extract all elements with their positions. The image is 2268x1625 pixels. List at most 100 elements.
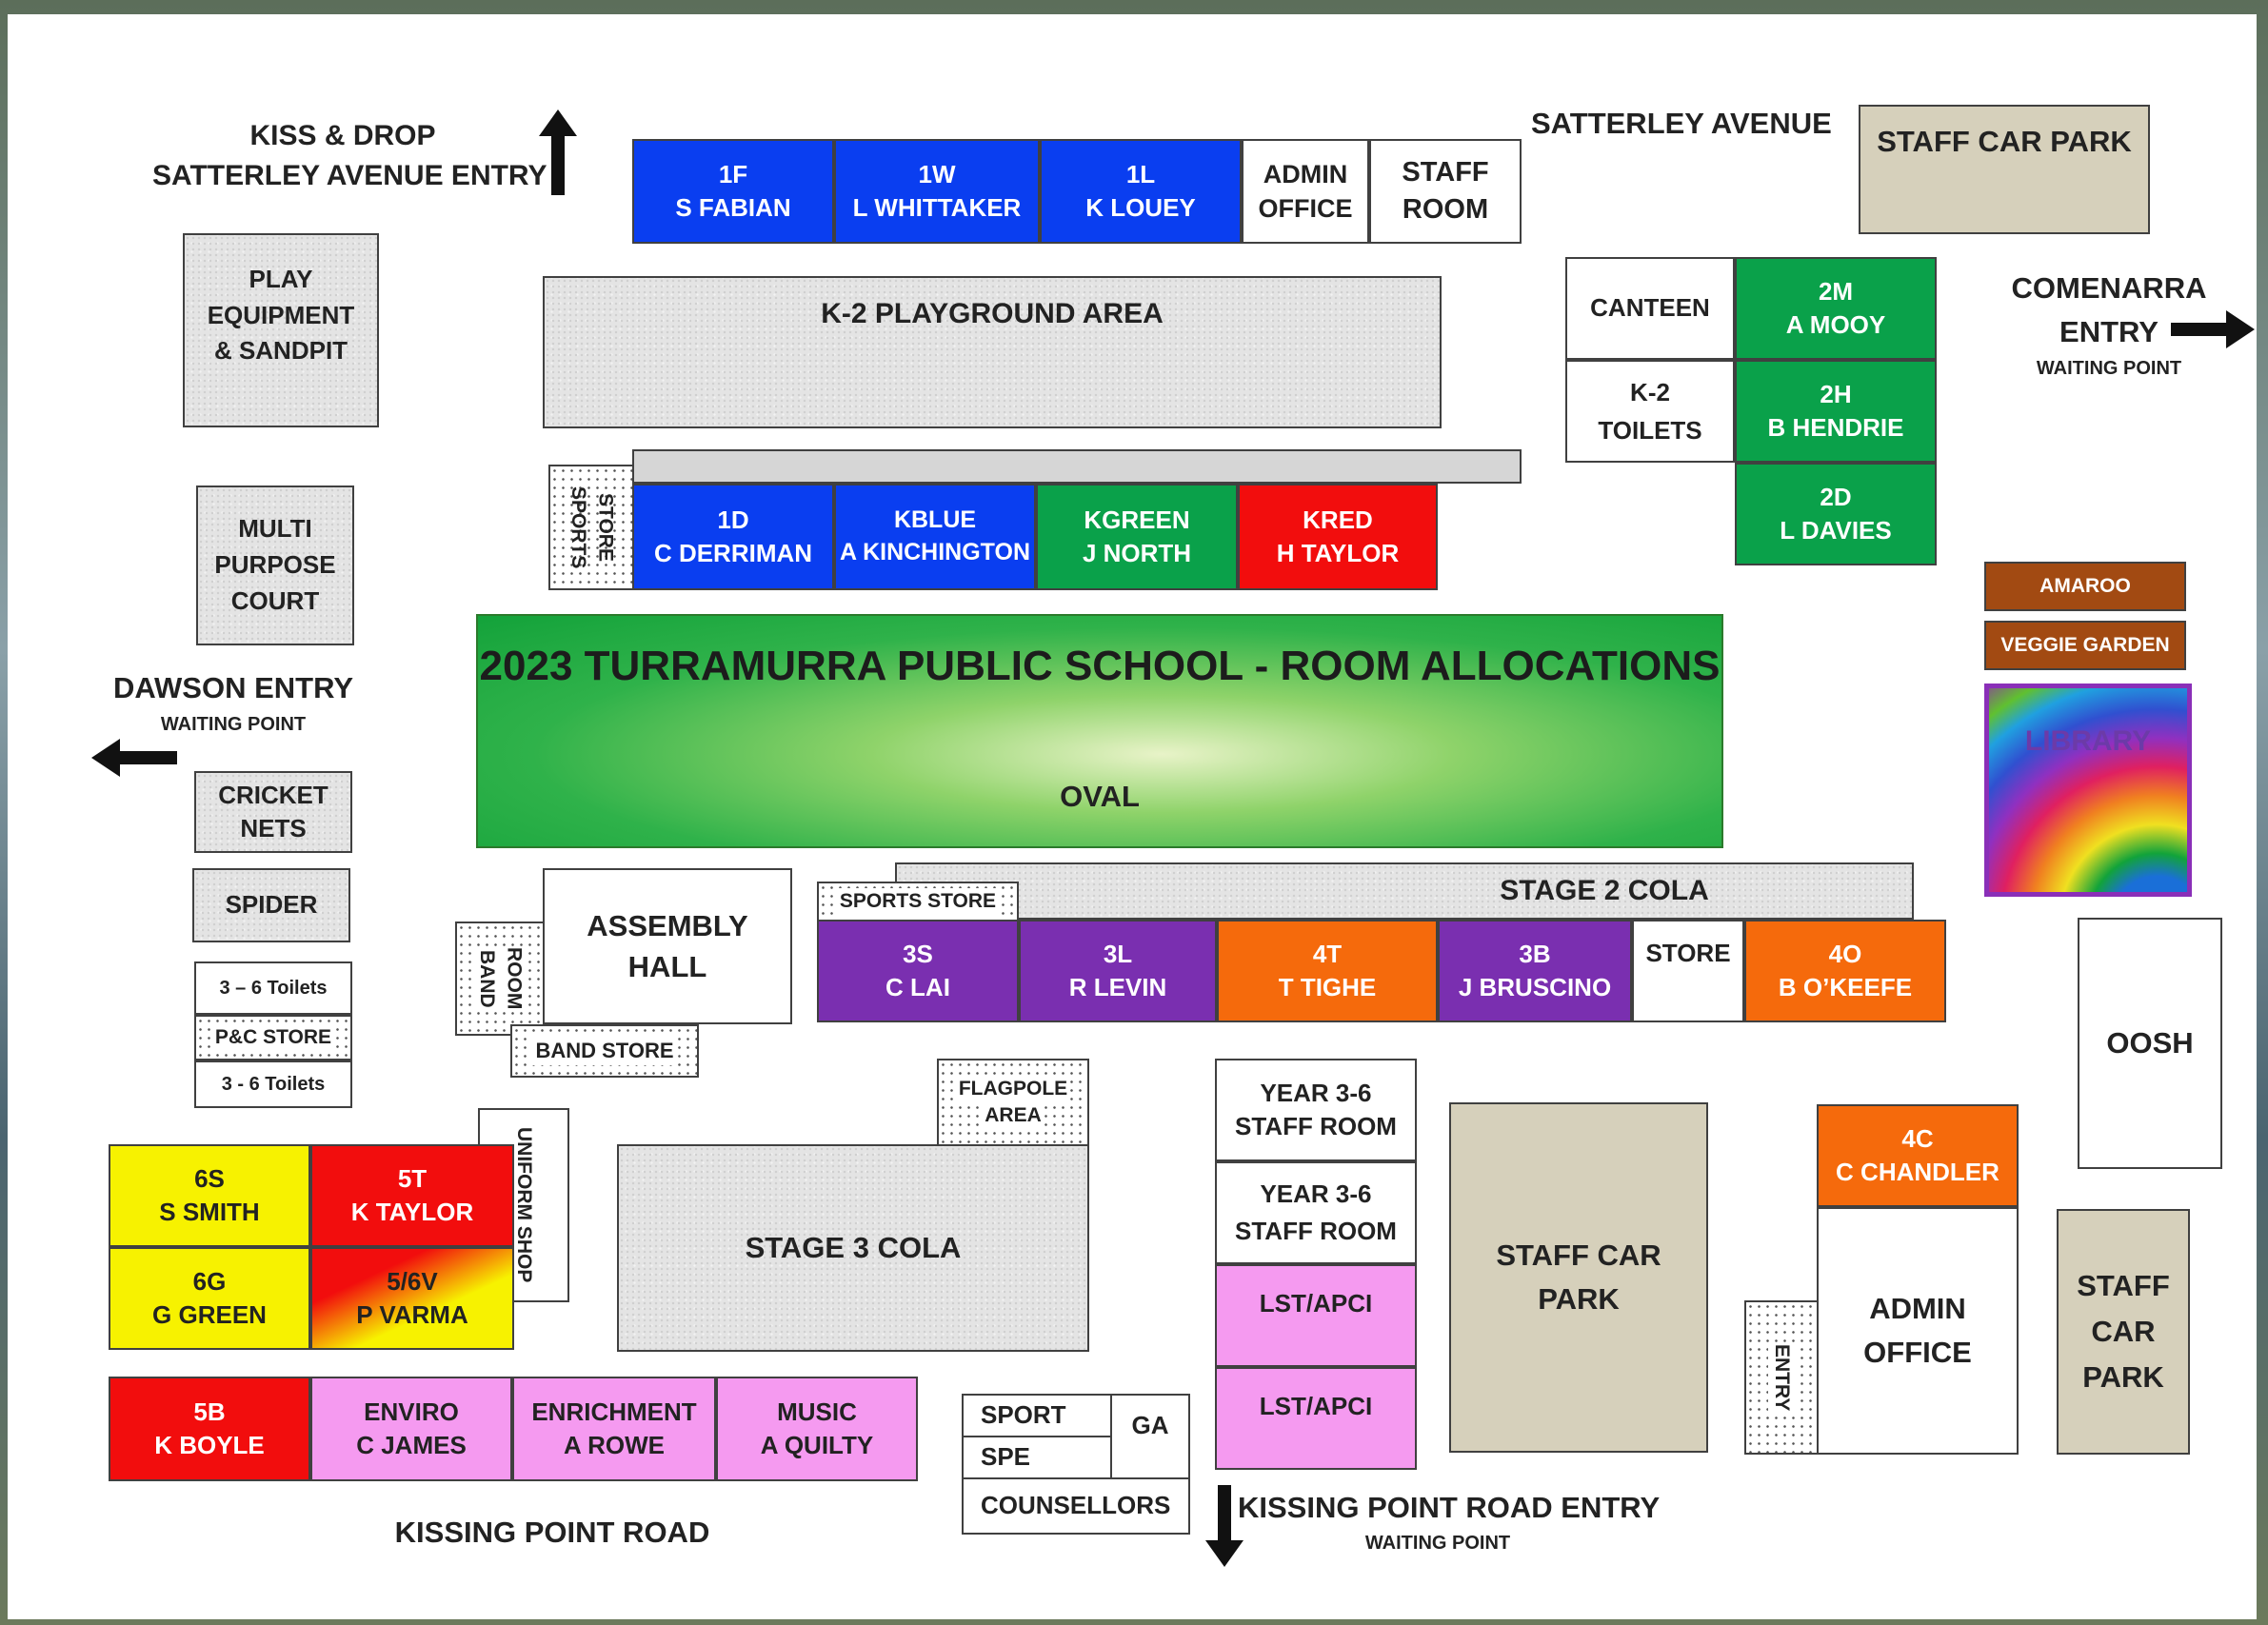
room-kblue[interactable]: KBLUE A KINCHINGTON	[834, 484, 1036, 590]
room-enviro[interactable]: ENVIRO C JAMES	[310, 1377, 512, 1481]
teacher-name: K TAYLOR	[350, 1198, 474, 1226]
cricket-nets[interactable]: CRICKET NETS	[194, 771, 352, 853]
label-line: AMAROO	[2039, 574, 2131, 597]
label-line: OFFICE	[1863, 1336, 1972, 1369]
label-line: STAFF ROOM	[1235, 1112, 1397, 1140]
oosh[interactable]: OOSH	[2078, 918, 2222, 1169]
label-line: MULTI	[238, 514, 312, 544]
counsellors-room[interactable]: COUNSELLORS	[962, 1477, 1190, 1535]
multi-purpose-court[interactable]: MULTI PURPOSE COURT	[196, 486, 354, 645]
stage-3-cola[interactable]: STAGE 3 COLA	[617, 1144, 1089, 1352]
arrow-up-icon	[539, 109, 577, 195]
label-line: STAFF	[2077, 1268, 2170, 1302]
teacher-name: B HENDRIE	[1767, 413, 1904, 442]
room-2m[interactable]: 2M A MOOY	[1735, 257, 1937, 360]
teacher-name: G GREEN	[152, 1300, 267, 1329]
staff-room-top[interactable]: STAFF ROOM	[1369, 139, 1522, 244]
room-1w[interactable]: 1W L WHITTAKER	[834, 139, 1040, 244]
room-4o[interactable]: 4O B O’KEEFE	[1744, 920, 1946, 1022]
play-equipment-sandpit[interactable]: PLAY EQUIPMENT & SANDPIT	[183, 233, 379, 427]
room-5-6v[interactable]: 5/6V P VARMA	[310, 1247, 514, 1350]
teacher-name: A QUILTY	[760, 1431, 874, 1459]
spe-room[interactable]: SPE	[962, 1436, 1112, 1479]
label-line: STAFF CAR PARK	[1877, 125, 2132, 158]
k2-toilets[interactable]: K-2 TOILETS	[1565, 360, 1735, 463]
library[interactable]: LIBRARY	[1984, 684, 2192, 897]
assembly-hall[interactable]: ASSEMBLY HALL	[543, 868, 792, 1024]
sport-room[interactable]: SPORT	[962, 1394, 1112, 1437]
band-store[interactable]: BAND STORE	[510, 1024, 699, 1078]
k2-playground-area[interactable]: K-2 PLAYGROUND AREA	[543, 276, 1442, 428]
pc-store[interactable]: P&C STORE	[194, 1015, 352, 1060]
toilets-3-6-bottom[interactable]: 3 - 6 Toilets	[194, 1060, 352, 1108]
dawson-line: DAWSON ENTRY	[112, 671, 354, 704]
label-line: FLAGPOLE	[955, 1075, 1071, 1102]
room-3b[interactable]: 3B J BRUSCINO	[1438, 920, 1632, 1022]
room-music[interactable]: MUSIC A QUILTY	[716, 1377, 918, 1481]
oval[interactable]: 2023 TURRAMURRA PUBLIC SCHOOL - ROOM ALL…	[476, 614, 1723, 848]
room-kred[interactable]: KRED H TAYLOR	[1238, 484, 1438, 590]
room-5t[interactable]: 5T K TAYLOR	[310, 1144, 514, 1247]
ga-room[interactable]: GA	[1110, 1394, 1190, 1479]
lst-apci-a[interactable]: LST/APCI	[1215, 1264, 1417, 1367]
label-line: SPORTS STORE	[835, 887, 1001, 916]
teacher-name: J BRUSCINO	[1458, 973, 1612, 1001]
staff-car-park-right[interactable]: STAFF CAR PARK	[2057, 1209, 2190, 1455]
label-line: ROOM	[500, 947, 527, 1010]
room-3s[interactable]: 3S C LAI	[817, 920, 1019, 1022]
label-line: STORE	[594, 493, 617, 562]
teacher-name: J NORTH	[1082, 539, 1192, 567]
amaroo[interactable]: AMAROO	[1984, 562, 2186, 611]
satterley-avenue-label: SATTERLEY AVENUE	[1531, 107, 1832, 140]
room-2h[interactable]: 2H B HENDRIE	[1735, 360, 1937, 463]
label-line: BAND STORE	[531, 1037, 678, 1065]
toilets-3-6-top[interactable]: 3 – 6 Toilets	[194, 961, 352, 1015]
staff-car-park-mid[interactable]: STAFF CAR PARK	[1449, 1102, 1708, 1453]
label-line: K-2 PLAYGROUND AREA	[821, 298, 1164, 329]
sports-store-vertical[interactable]: SPORTS STORE	[548, 465, 634, 590]
band-room[interactable]: BAND ROOM	[455, 921, 545, 1036]
room-6s[interactable]: 6S S SMITH	[109, 1144, 310, 1247]
room-4c[interactable]: 4C C CHANDLER	[1817, 1104, 2019, 1207]
sports-store-horizontal[interactable]: SPORTS STORE	[817, 882, 1019, 921]
room-1l[interactable]: 1L K LOUEY	[1040, 139, 1242, 244]
room-kgreen[interactable]: KGREEN J NORTH	[1036, 484, 1238, 590]
label-line: NETS	[240, 814, 307, 842]
spider[interactable]: SPIDER	[192, 868, 350, 942]
label-line: PARK	[2082, 1360, 2164, 1395]
teacher-name: C CHANDLER	[1836, 1158, 1999, 1186]
lst-apci-b[interactable]: LST/APCI	[1215, 1367, 1417, 1470]
room-3l[interactable]: 3L R LEVIN	[1019, 920, 1217, 1022]
veggie-garden[interactable]: VEGGIE GARDEN	[1984, 621, 2186, 670]
room-code: 3S	[903, 939, 933, 968]
flagpole-area[interactable]: FLAGPOLE AREA	[937, 1059, 1089, 1146]
room-code: 2D	[1820, 482, 1852, 511]
admin-office-bottom[interactable]: ADMIN OFFICE	[1817, 1207, 2019, 1455]
room-6g[interactable]: 6G G GREEN	[109, 1247, 310, 1350]
room-1d[interactable]: 1D C DERRIMAN	[632, 484, 834, 590]
teacher-name: P VARMA	[356, 1300, 468, 1329]
store[interactable]: STORE	[1632, 920, 1744, 1022]
entry-walkway[interactable]: ENTRY	[1744, 1300, 1819, 1455]
canteen[interactable]: CANTEEN	[1565, 257, 1735, 360]
stage-2-cola[interactable]: STAGE 2 COLA	[895, 862, 1914, 920]
arrow-right-icon	[2171, 310, 2255, 348]
room-1f[interactable]: 1F S FABIAN	[632, 139, 834, 244]
label-line: LIBRARY	[2024, 725, 2152, 757]
label-line: SPIDER	[225, 890, 318, 920]
year-3-6-staff-room-b[interactable]: YEAR 3-6 STAFF ROOM	[1215, 1161, 1417, 1264]
room-code: 1L	[1125, 159, 1156, 188]
staff-car-park-top[interactable]: STAFF CAR PARK	[1859, 105, 2150, 234]
room-2d[interactable]: 2D L DAVIES	[1735, 463, 1937, 565]
room-5b[interactable]: 5B K BOYLE	[109, 1377, 310, 1481]
kiss-drop-line2: SATTERLEY AVENUE ENTRY	[152, 160, 547, 191]
room-code: 6S	[194, 1163, 225, 1193]
label-line: OFFICE	[1258, 194, 1353, 223]
teacher-name: K LOUEY	[1085, 193, 1196, 222]
room-enrichment[interactable]: ENRICHMENT A ROWE	[512, 1377, 716, 1481]
admin-office-top[interactable]: ADMIN OFFICE	[1242, 139, 1369, 244]
teacher-name: L DAVIES	[1780, 516, 1892, 545]
year-3-6-staff-room-a[interactable]: YEAR 3-6 STAFF ROOM	[1215, 1059, 1417, 1161]
room-4t[interactable]: 4T T TIGHE	[1217, 920, 1438, 1022]
label-line: OOSH	[2106, 1026, 2194, 1060]
